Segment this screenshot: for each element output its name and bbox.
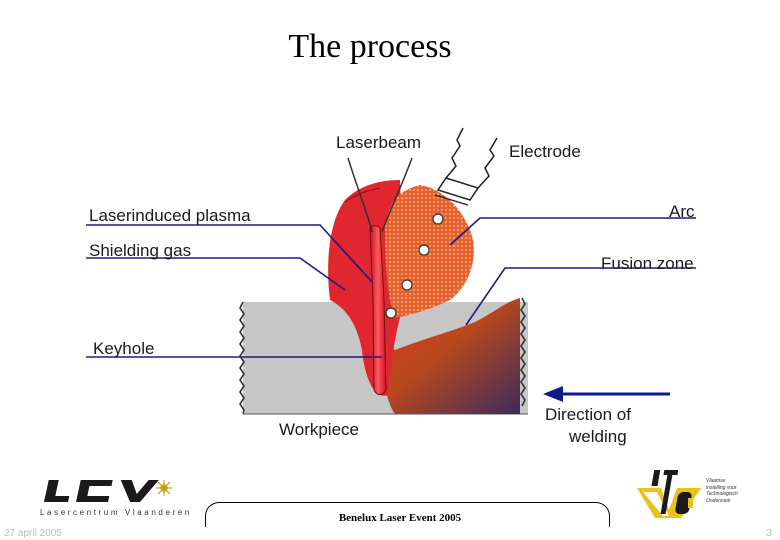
label-arc: Arc	[669, 202, 695, 221]
label-laserinduced-plasma: Laserinduced plasma	[89, 206, 251, 225]
label-fusion-zone: Fusion zone	[601, 254, 694, 273]
page-number: 3	[766, 528, 772, 539]
label-leader-lines	[86, 217, 696, 358]
footer-bar	[205, 502, 610, 527]
lcv-logo-icon	[44, 480, 172, 502]
vito-tagline: Vlaamse instelling voor Technologisch On…	[706, 478, 738, 504]
slide-title: The process	[288, 28, 452, 65]
electrode	[434, 127, 498, 206]
footer-date: 27 april 2005	[4, 528, 62, 539]
label-welding: welding	[569, 427, 627, 446]
label-laserbeam: Laserbeam	[336, 133, 422, 152]
keyhole-channel	[369, 225, 387, 395]
direction-arrow	[543, 386, 670, 402]
label-keyhole: Keyhole	[93, 339, 155, 358]
arc-region	[385, 185, 474, 318]
footer-event-title: Benelux Laser Event 2005	[338, 512, 462, 524]
vito-tagline-line: Onderzoek	[706, 497, 731, 504]
vito-tagline-line: Vlaamse	[706, 478, 726, 484]
vito-tagline-line: instelling voor	[706, 484, 737, 491]
fusion-zone-melt	[380, 298, 520, 414]
vito-logo-icon	[637, 470, 701, 518]
laserbeam-lines	[347, 157, 413, 233]
lcv-logo-subtitle: Lasercentrum Vlaanderen	[40, 508, 192, 517]
label-workpiece: Workpiece	[279, 420, 359, 439]
label-electrode: Electrode	[509, 142, 581, 161]
arc-droplets	[385, 213, 444, 319]
label-direction-of: Direction of	[545, 405, 631, 424]
vito-tagline-line: Technologisch	[706, 491, 738, 497]
label-shielding-gas: Shielding gas	[89, 241, 192, 260]
